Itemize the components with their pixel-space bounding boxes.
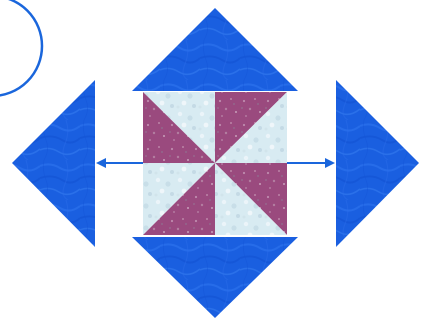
circle-outline xyxy=(0,0,42,96)
right-blue-triangle xyxy=(336,80,419,247)
left-blue-triangle xyxy=(12,80,95,247)
bottom-blue-triangle xyxy=(132,237,298,318)
top-blue-triangle xyxy=(132,8,298,91)
pinwheel-block xyxy=(143,92,287,235)
